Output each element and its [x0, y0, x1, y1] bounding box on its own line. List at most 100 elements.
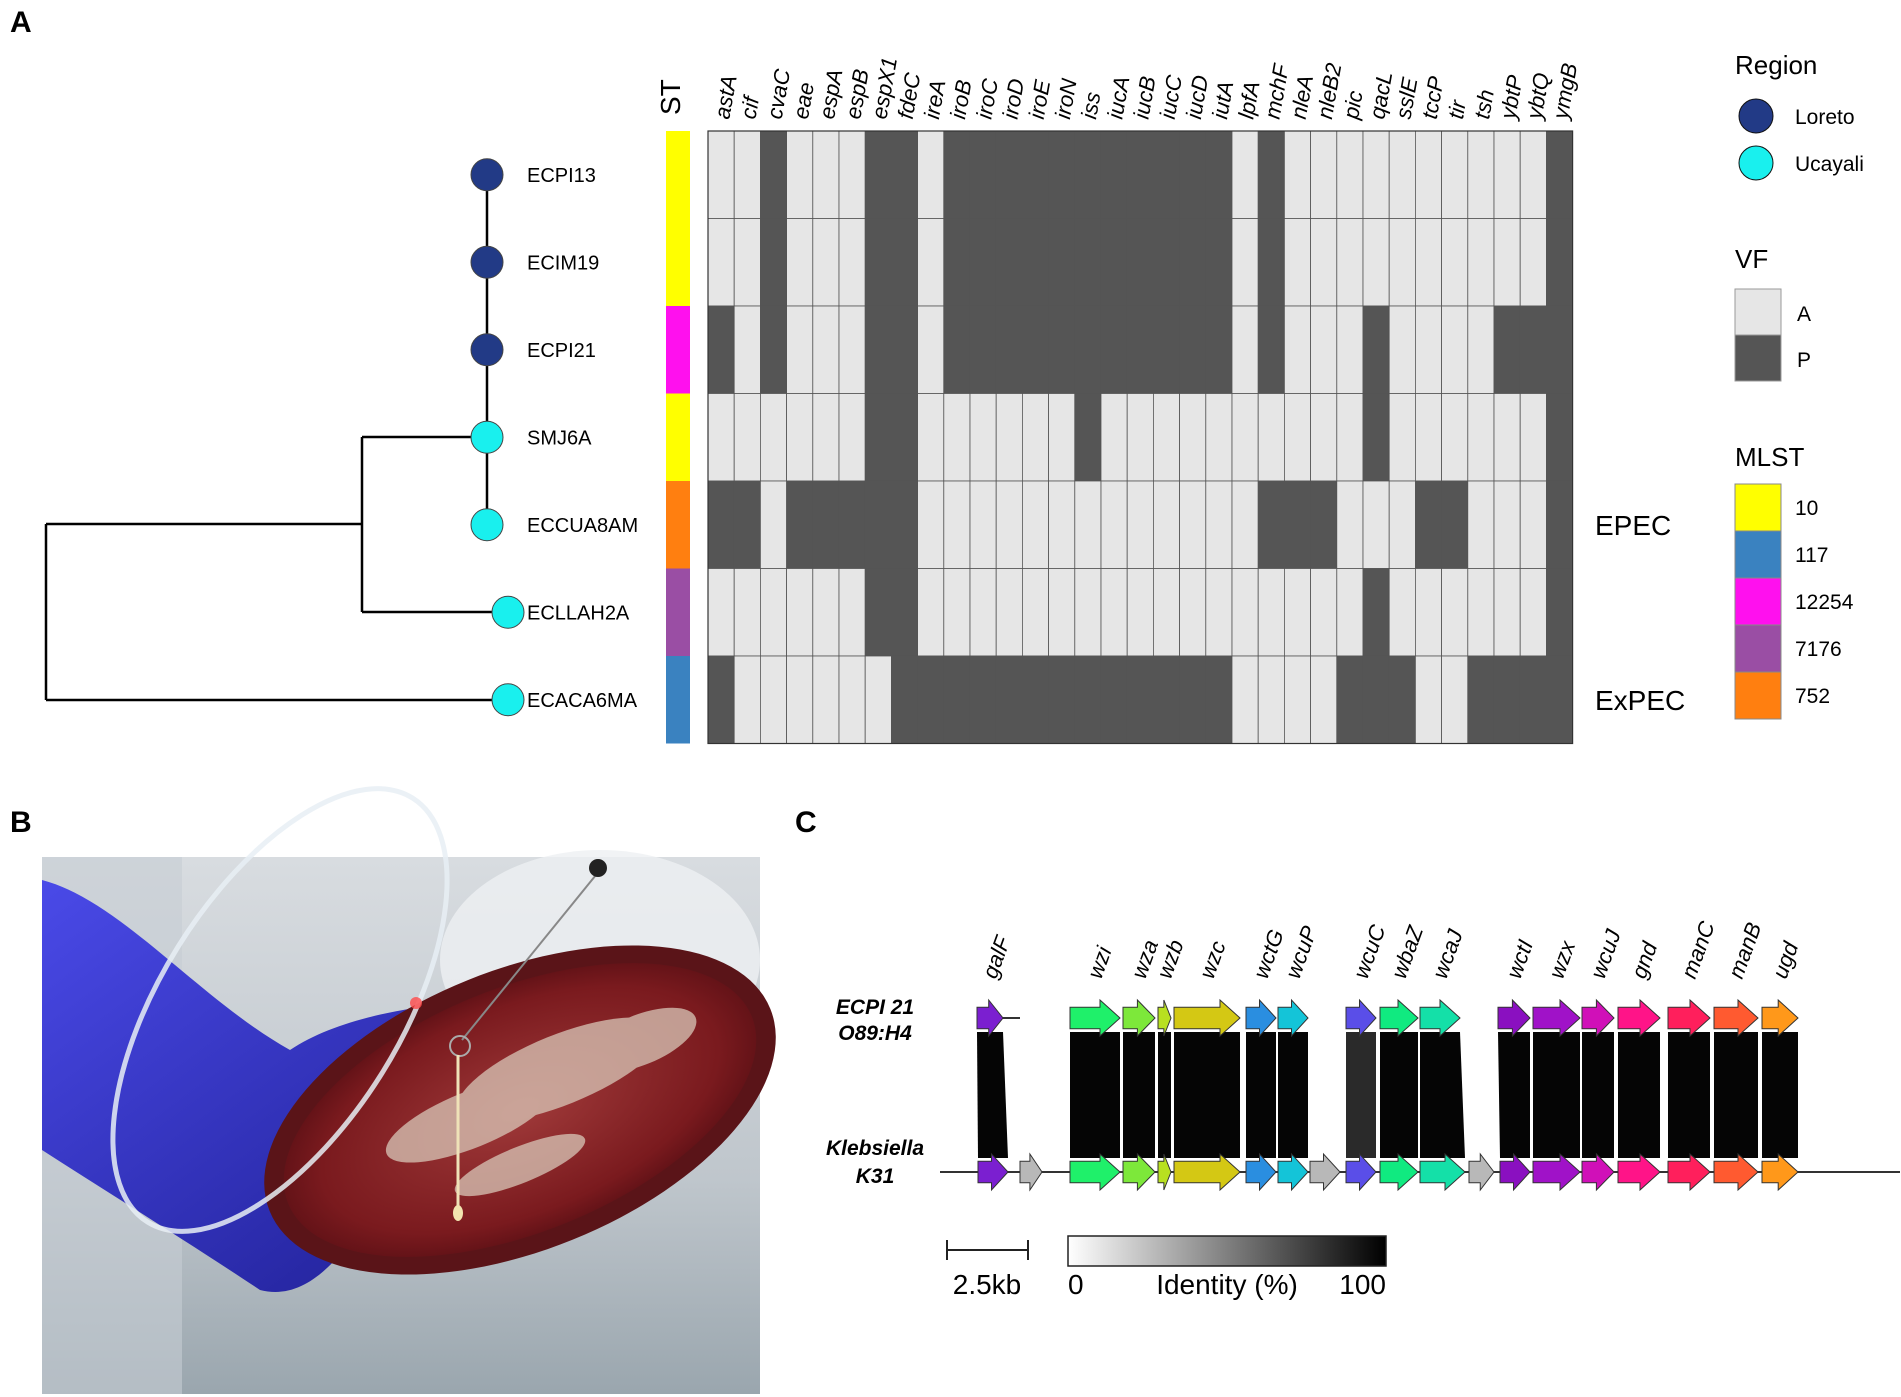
vf-cell [1415, 393, 1443, 482]
vf-cell [1153, 480, 1181, 569]
vf-cell [733, 130, 761, 219]
vf-cell [1415, 218, 1443, 307]
vf-cell [1179, 130, 1207, 219]
vf-cell [1231, 218, 1259, 307]
vf-cell [1284, 568, 1312, 657]
identity-ribbon [1762, 1032, 1798, 1158]
gene-arrow-wcuc [1345, 998, 1377, 1038]
vf-cell [1467, 130, 1495, 219]
vf-cell [1179, 568, 1207, 657]
cluster-gene-label: wcuP [1280, 922, 1322, 981]
vf-cell [812, 130, 840, 219]
legend-mlst-title: MLST [1735, 442, 1804, 472]
vf-cell [1310, 305, 1338, 394]
gene-arrow-wcup [1277, 998, 1309, 1038]
vf-cell [1257, 655, 1285, 744]
vf-cell [812, 655, 840, 744]
vf-cell [707, 655, 735, 744]
vf-cell [733, 655, 761, 744]
gene-arrow-galf [976, 998, 1004, 1038]
legend-swatch-st [1734, 624, 1782, 673]
vf-cell [891, 568, 919, 657]
vf-cell [995, 393, 1023, 482]
vf-cell [733, 393, 761, 482]
vf-cell [1388, 218, 1416, 307]
vf-cell [1388, 568, 1416, 657]
vf-cell [1231, 568, 1259, 657]
st-cell [666, 393, 690, 481]
vf-cell [1362, 393, 1390, 482]
vf-cell [1048, 655, 1076, 744]
legend-swatch-st [1734, 671, 1782, 720]
loop-tip [449, 1035, 471, 1057]
vf-cell [786, 568, 814, 657]
vf-cell [1100, 130, 1128, 219]
vf-cell [864, 655, 892, 744]
cluster-gene-label: manC [1676, 918, 1720, 982]
vf-cell [943, 568, 971, 657]
vf-cell [1284, 480, 1312, 569]
vf-cell [1126, 655, 1154, 744]
vf-cell [1362, 218, 1390, 307]
vf-cell [760, 218, 788, 307]
gene-arrow-ugd [1761, 1152, 1799, 1192]
vf-cell [1153, 130, 1181, 219]
vf-cell [1231, 305, 1259, 394]
legend-swatch-ucayali [1738, 145, 1774, 181]
cluster-gene-label: gnd [1626, 938, 1662, 982]
vf-cell [786, 218, 814, 307]
vf-cell [1126, 130, 1154, 219]
light-reflection [410, 997, 422, 1009]
vf-heatmap [707, 130, 1574, 745]
vf-cell [1441, 305, 1469, 394]
vf-cell [969, 130, 997, 219]
gene-arrow-gnd [1617, 1152, 1661, 1192]
vf-cell [995, 130, 1023, 219]
identity-ribbons [977, 1032, 1798, 1158]
vf-cell [1493, 480, 1521, 569]
gene-arrow-unlabeled [1309, 1152, 1341, 1192]
identity-ribbon [1380, 1032, 1418, 1158]
legend-region: Region Loreto Ucayali [1735, 50, 1864, 181]
cluster-gene-label: wbaZ [1386, 921, 1428, 982]
tree-tip-ecpi13 [470, 158, 504, 192]
gene-arrows [976, 998, 1799, 1192]
vf-cell [1415, 480, 1443, 569]
vf-cell [917, 218, 945, 307]
identity-ribbon [1714, 1032, 1758, 1158]
vf-cell [1126, 480, 1154, 569]
vf-cell [1074, 218, 1102, 307]
vf-cell [760, 393, 788, 482]
vf-cell [1153, 218, 1181, 307]
vf-cell [1126, 305, 1154, 394]
vf-cell [917, 480, 945, 569]
vf-cell [1441, 130, 1469, 219]
row-bottom-label-1: Klebsiella [826, 1137, 924, 1160]
vf-cell [786, 655, 814, 744]
vf-cell [1362, 568, 1390, 657]
legend-label-st: 12254 [1795, 591, 1854, 614]
vf-cell [917, 393, 945, 482]
gene-arrow-gnd [1617, 998, 1661, 1038]
identity-ribbon [1346, 1032, 1376, 1158]
vf-cell [1362, 130, 1390, 219]
vf-cell [1546, 305, 1574, 394]
gene-arrow-wcti [1497, 998, 1531, 1038]
vf-cell [1493, 655, 1521, 744]
vf-cell [943, 655, 971, 744]
cluster-gene-label: galF [977, 931, 1016, 981]
vf-cell [1048, 305, 1076, 394]
vf-cell [812, 568, 840, 657]
vf-cell [1153, 393, 1181, 482]
vf-cell [1022, 568, 1050, 657]
vf-cell [1231, 655, 1259, 744]
st-cell [666, 218, 690, 306]
cluster-gene-label: wcuJ [1585, 925, 1626, 982]
vf-cell [1388, 130, 1416, 219]
legend-label-loreto: Loreto [1795, 106, 1855, 129]
vf-cell [1100, 393, 1128, 482]
identity-ribbon [1582, 1032, 1614, 1158]
